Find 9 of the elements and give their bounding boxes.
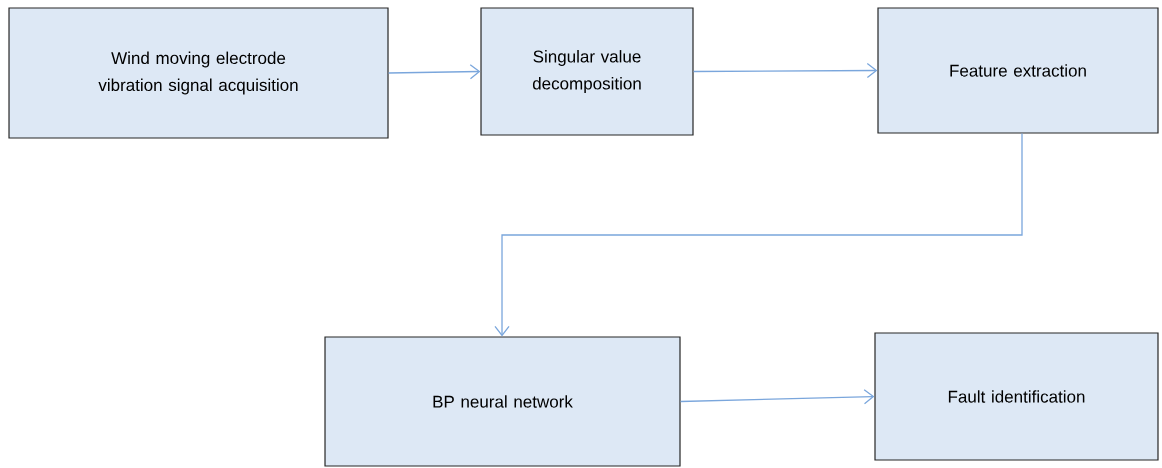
arrow	[679, 389, 875, 405]
process-box: Fault identification	[874, 332, 1159, 461]
arrow	[494, 132, 1023, 337]
process-box: Singular value decomposition	[480, 7, 694, 136]
process-box: Feature extraction	[877, 7, 1159, 134]
process-box: BP neural network	[324, 336, 681, 467]
arrow	[692, 62, 878, 79]
process-box: Wind moving electrode vibration signal acquisition	[8, 7, 389, 139]
arrow	[387, 64, 481, 80]
